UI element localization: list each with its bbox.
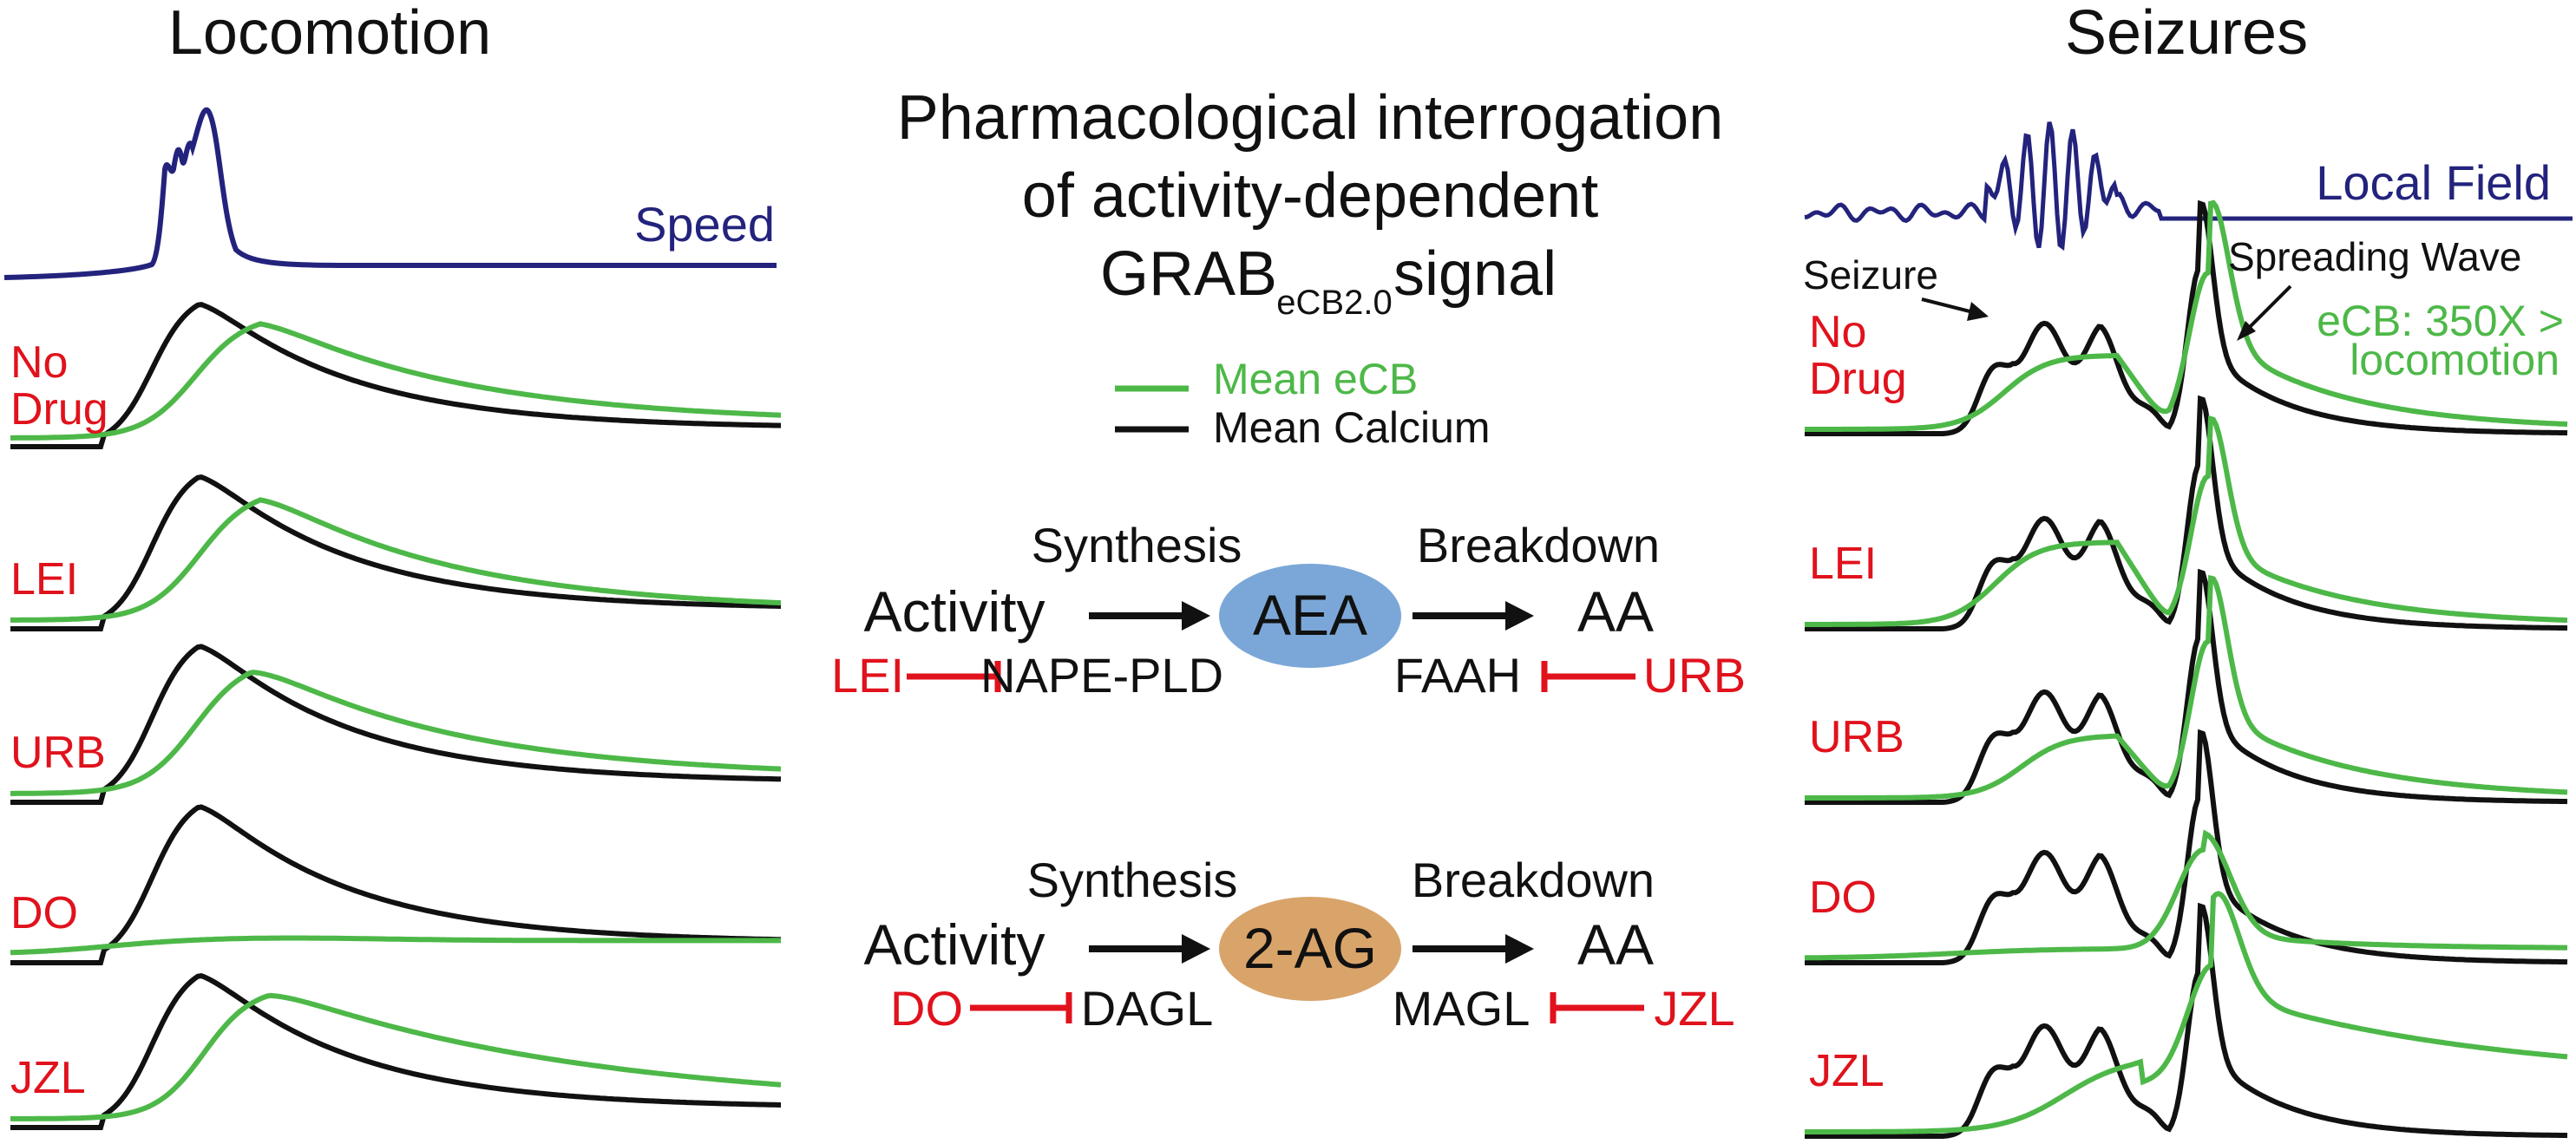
2ag-breakdown-label: Breakdown xyxy=(1412,853,1655,907)
jzl-inhibitor-label: JZL xyxy=(1654,981,1734,1036)
aea-product-label: AA xyxy=(1577,579,1654,644)
locomotion-traces xyxy=(10,302,782,1130)
2ag-activity-label: Activity xyxy=(863,912,1045,977)
seizure-row-label-lei: LEI xyxy=(1809,539,1877,589)
lei-inhibitor-label: LEI xyxy=(831,648,904,703)
seizure-calcium-trace-urb xyxy=(1805,568,2568,805)
center-title-line2: of activity-dependent xyxy=(1022,161,1598,231)
aea-breakdown-label: Breakdown xyxy=(1417,518,1660,572)
local-field-label: Local Field xyxy=(2316,155,2551,210)
seizure-row-label-jzl: JZL xyxy=(1809,1046,1884,1096)
legend-calcium-label: Mean Calcium xyxy=(1213,403,1491,452)
seizure-calcium-trace-jzl xyxy=(1805,902,2568,1139)
seizure-row-label-do: DO xyxy=(1809,873,1877,923)
center-title-line1: Pharmacological interrogation xyxy=(897,83,1724,153)
spreading-wave-annotation-arrowhead xyxy=(2237,321,2256,341)
locomotion-title: Locomotion xyxy=(168,0,491,68)
locomotion-calcium-trace-jzl xyxy=(10,973,782,1130)
locomotion-calcium-trace-urb xyxy=(10,644,782,805)
dagl-enzyme-label: DAGL xyxy=(1081,981,1214,1036)
aea-pathway: Synthesis Breakdown Activity AEA AA LEI … xyxy=(831,518,1746,703)
aea-ellipse xyxy=(1219,564,1401,668)
2ag-pathway: Synthesis Breakdown Activity 2-AG AA DO … xyxy=(863,853,1734,1036)
urb-inhibitor-label: URB xyxy=(1643,648,1746,703)
locomotion-calcium-trace-no-drug xyxy=(10,302,782,449)
center-schematic: Pharmacological interrogation of activit… xyxy=(831,83,1746,1036)
center-title-subscript: eCB2.0 xyxy=(1276,284,1392,322)
2ag-ellipse xyxy=(1219,897,1401,1001)
seizure-calcium-trace-lei xyxy=(1805,395,2568,631)
ecb-ratio-note-line2: locomotion xyxy=(2350,336,2560,384)
speed-trace xyxy=(3,107,777,280)
seizure-row-label-urb: URB xyxy=(1809,712,1904,762)
aea-synthesis-arrowhead xyxy=(1182,601,1210,631)
locomotion-row-label-jzl: JZL xyxy=(10,1053,86,1103)
aea-synthesis-label: Synthesis xyxy=(1032,518,1242,572)
seizure-annotation: Seizure xyxy=(1803,252,1938,297)
locomotion-calcium-trace-lei xyxy=(10,474,782,631)
spreading-wave-annotation: Spreading Wave xyxy=(2228,234,2521,279)
speed-label: Speed xyxy=(634,197,775,252)
seizure-ecb-trace-urb xyxy=(1805,574,2568,801)
seizure-ecb-trace-jzl xyxy=(1805,891,2568,1134)
2ag-product-label: AA xyxy=(1577,912,1654,977)
2ag-molecule-label: 2-AG xyxy=(1243,916,1377,980)
2ag-breakdown-arrowhead xyxy=(1505,934,1534,964)
seizure-annotation-arrowhead xyxy=(1967,302,1989,321)
aea-breakdown-arrowhead xyxy=(1505,601,1534,631)
center-title-grab: GRAB xyxy=(1100,239,1277,309)
seizures-title: Seizures xyxy=(2065,0,2308,68)
locomotion-row-label-do: DO xyxy=(10,888,78,938)
seizure-ecb-trace-lei xyxy=(1805,415,2568,627)
local-field-trace xyxy=(1804,121,2573,252)
magl-enzyme-label: MAGL xyxy=(1393,981,1531,1036)
locomotion-ecb-trace-do xyxy=(10,935,781,956)
nape-pld-enzyme-label: NAPE-PLD xyxy=(980,648,1223,703)
do-inhibitor-label: DO xyxy=(890,981,963,1036)
locomotion-ecb-trace-no-drug xyxy=(10,321,782,441)
aea-activity-label: Activity xyxy=(863,579,1045,644)
legend-ecb-label: Mean eCB xyxy=(1213,355,1418,403)
center-title-signal: signal xyxy=(1393,239,1557,309)
legend: Mean eCB Mean Calcium xyxy=(1115,355,1491,452)
seizure-calcium-trace-do xyxy=(1805,729,2568,965)
seizure-ecb-trace-no-drug xyxy=(1805,199,2568,432)
aea-molecule-label: AEA xyxy=(1253,583,1367,647)
seizure-ecb-trace-do xyxy=(1804,829,2567,961)
2ag-synthesis-label: Synthesis xyxy=(1027,853,1238,907)
locomotion-ecb-trace-lei xyxy=(10,497,782,623)
faah-enzyme-label: FAAH xyxy=(1394,648,1521,703)
spreading-wave-annotation-arrow xyxy=(2241,284,2292,336)
locomotion-row-label-lei: LEI xyxy=(10,554,78,605)
ecb-ratio-note-line1: eCB: 350X > xyxy=(2317,297,2564,345)
locomotion-ecb-trace-urb xyxy=(10,670,782,796)
locomotion-row-label-urb: URB xyxy=(10,728,106,778)
seizure-traces xyxy=(1804,199,2568,1139)
2ag-synthesis-arrowhead xyxy=(1182,934,1210,964)
locomotion-calcium-trace-do xyxy=(10,804,782,965)
locomotion-ecb-trace-jzl xyxy=(10,992,782,1121)
